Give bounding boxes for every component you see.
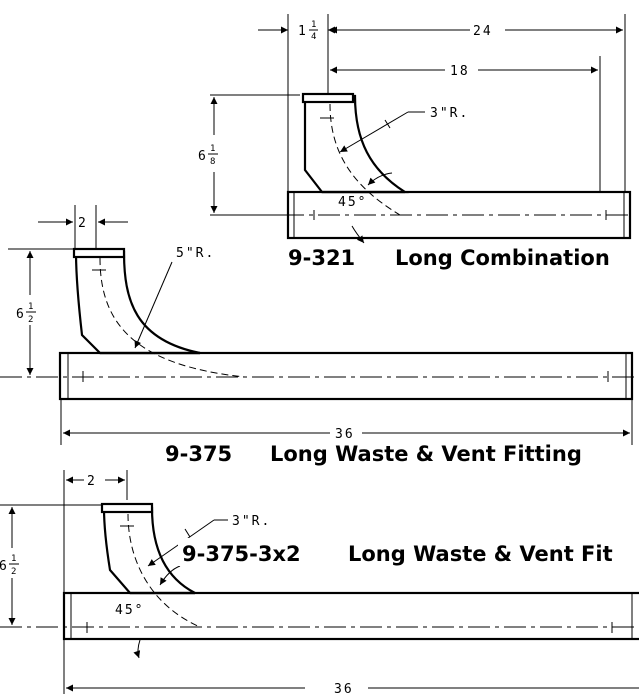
fitting-9-375-3x2: 2 6 1 2 3"R. 45° 36 9-375-3x2 Long Waste… (0, 470, 639, 694)
fitting-name: Long Waste & Vent Fitting (270, 442, 582, 466)
fitting-model: 9-375 (165, 442, 232, 466)
branch-hub (100, 502, 154, 514)
fitting-name: Long Combination (395, 246, 610, 270)
pipe-width-dim: 1 (298, 24, 308, 39)
height-frac-num: 1 (210, 144, 215, 154)
fitting-9-375: 2 6 1 2 5"R. 36 9-375 Long Waste & Vent … (0, 205, 639, 466)
height-dim: 6 (198, 149, 208, 164)
height-frac-num: 1 (28, 302, 33, 312)
title-background (178, 538, 639, 566)
length-dim: 36 (334, 682, 354, 694)
height-dim: 6 (0, 559, 9, 574)
height-dim: 6 (16, 307, 26, 322)
radius-label: 5"R. (176, 246, 215, 261)
top-width-dim: 24 (473, 24, 493, 39)
height-frac-den: 8 (210, 157, 215, 167)
fitting-model: 9-375-3x2 (182, 542, 301, 566)
branch (74, 250, 201, 355)
branch-offset-dim: 2 (78, 216, 88, 231)
fitting-name: Long Waste & Vent Fit (348, 542, 613, 566)
branch-offset-dim: 18 (450, 64, 470, 79)
pipe-body (62, 591, 639, 641)
fitting-model: 9-321 (288, 246, 355, 270)
pipe-frac-num: 1 (311, 20, 316, 30)
branch-hub (72, 247, 126, 259)
angle-label: 45° (338, 195, 367, 210)
radius-label: 3"R. (430, 106, 469, 121)
pipe-frac-den: 4 (311, 32, 316, 42)
radius-label: 3"R. (232, 514, 271, 529)
pipe-body (58, 351, 634, 401)
height-frac-den: 2 (11, 567, 16, 577)
angle-label: 45° (115, 603, 144, 618)
fitting-9-321: 1 1 4 24 18 6 1 8 3"R. 45° 9-321 Long Co… (198, 14, 632, 270)
height-frac-num: 1 (11, 554, 16, 564)
branch-offset-dim: 2 (87, 474, 97, 489)
branch (303, 94, 409, 194)
height-frac-den: 2 (28, 315, 33, 325)
length-dim: 36 (335, 427, 355, 442)
branch-hub (301, 92, 355, 104)
